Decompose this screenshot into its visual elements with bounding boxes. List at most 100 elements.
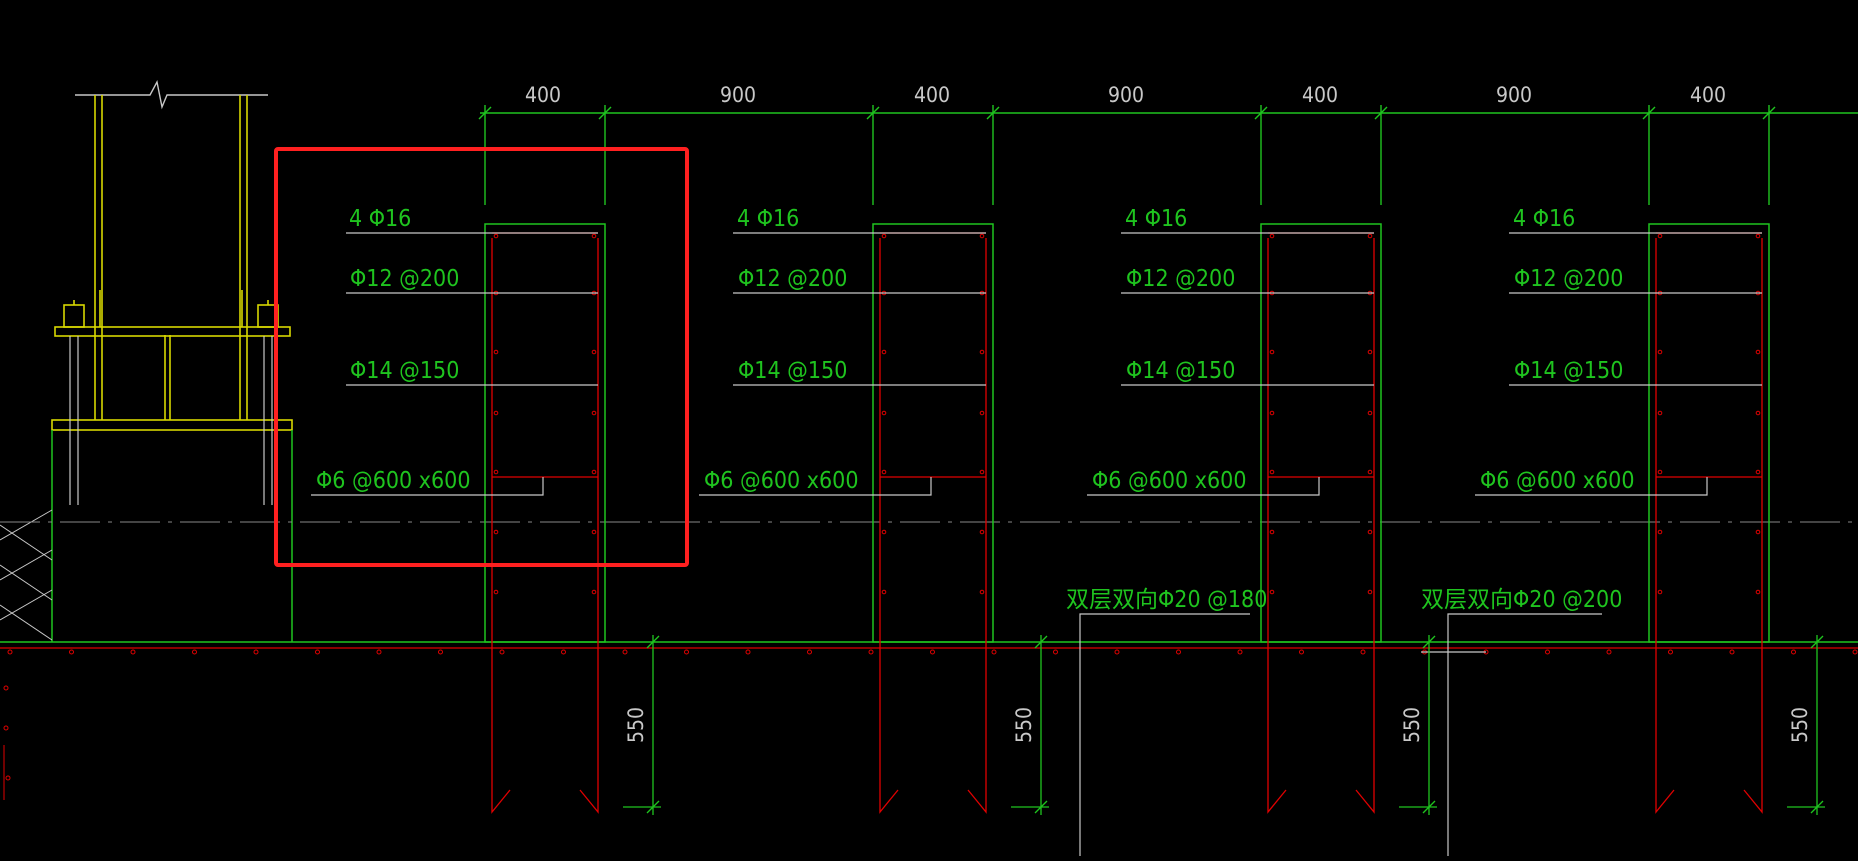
rebar-label-stirrup-b: Φ14 @150: [350, 358, 459, 384]
pier-4: [1648, 223, 1770, 814]
rebar-dot: [1755, 349, 1761, 355]
break-line: [75, 79, 268, 110]
rebar-label-stirrup-b: Φ14 @150: [1126, 358, 1235, 384]
dim-label: 900: [1496, 83, 1532, 107]
rebar-dot: [7, 649, 13, 655]
rebar-dot: [1791, 649, 1796, 655]
pier-1: [484, 223, 606, 814]
rebar-dot: [1755, 589, 1761, 595]
rebar-dot: [1606, 649, 1612, 655]
highlight-box: [274, 147, 689, 567]
rebar-dot: [881, 410, 887, 416]
dimension-labels: 400 900 400 900 400 900 400: [525, 83, 1726, 107]
rebar-dot: [1755, 469, 1761, 475]
rebar-dot: [1755, 410, 1761, 416]
rebar-dot: [1657, 233, 1663, 239]
rebar-dot: [1269, 529, 1275, 535]
vertical-dimensions: [623, 635, 1825, 815]
rebar-dot: [1367, 410, 1373, 416]
rebar-label-tie: Φ6 @600 x600: [316, 468, 471, 494]
rebar-dot: [1269, 589, 1275, 595]
rebar-dot: [591, 349, 597, 355]
rebar-label-tie: Φ6 @600 x600: [704, 468, 859, 494]
rebar-dot: [591, 589, 597, 595]
steel-column-detail: [51, 79, 293, 431]
rebar-label-stirrup-b: Φ14 @150: [1514, 358, 1623, 384]
dim-label: 900: [720, 83, 756, 107]
rebar-dot: [1657, 349, 1663, 355]
rebar-dot: [591, 469, 597, 475]
dim-label: 900: [1108, 83, 1144, 107]
rebar-label-tie: Φ6 @600 x600: [1092, 468, 1247, 494]
rebar-dot: [1299, 649, 1304, 655]
rebar-label-longitudinal: 4 Φ16: [349, 206, 411, 232]
soil-hatch: [0, 509, 53, 641]
vertical-dimension-labels: 550 550 550 550: [624, 707, 1812, 743]
rebar-dot: [807, 649, 812, 655]
rebar-dot: [1053, 649, 1058, 655]
rebar-label-longitudinal: 4 Φ16: [1125, 206, 1187, 232]
dim-label-vertical: 550: [1788, 707, 1812, 743]
pier-2: [872, 223, 994, 814]
rebar-dot: [881, 469, 887, 475]
rebar-dot: [1269, 469, 1275, 475]
rebar-label-stirrup-b: Φ14 @150: [738, 358, 847, 384]
dim-label: 400: [525, 83, 561, 107]
dim-label-vertical: 550: [1012, 707, 1036, 743]
rebar-dot: [745, 649, 751, 655]
rebar-dot: [1657, 589, 1663, 595]
rebar-dot: [684, 649, 689, 655]
rebar-dot: [130, 649, 136, 655]
rebar-label-stirrup-a: Φ12 @200: [350, 266, 459, 292]
rebar-dot: [1367, 469, 1373, 475]
rebar-dot: [1269, 349, 1275, 355]
dim-label: 400: [1690, 83, 1726, 107]
rebar-dot: [1237, 649, 1243, 655]
slab-label: 双层双向Φ20 @200: [1421, 587, 1622, 613]
rebar-label-longitudinal: 4 Φ16: [1513, 206, 1575, 232]
rebar-dot: [1755, 529, 1761, 535]
rebar-dot: [1657, 410, 1663, 416]
pier-rebar-dots: [493, 233, 1761, 595]
rebar-dot: [991, 649, 997, 655]
rebar-dot: [1367, 349, 1373, 355]
pier-3: [1260, 223, 1382, 814]
rebar-dot: [979, 233, 985, 239]
rebar-dot: [493, 589, 499, 595]
rebar-dot: [930, 649, 935, 655]
rebar-dot: [1269, 233, 1275, 239]
rebar-dot: [493, 469, 499, 475]
slab-label: 双层双向Φ20 @180: [1066, 587, 1267, 613]
rebar-dot: [493, 410, 499, 416]
rebar-label-stirrup-a: Φ12 @200: [1514, 266, 1623, 292]
leader-lines: [311, 232, 1762, 856]
rebar-dot: [192, 649, 197, 655]
top-dimension-line: [478, 105, 1858, 205]
rebar-dot: [1367, 589, 1373, 595]
left-edge-dots: [3, 685, 11, 800]
rebar-dot: [1114, 649, 1120, 655]
rebar-dot: [1729, 649, 1735, 655]
rebar-label-longitudinal: 4 Φ16: [737, 206, 799, 232]
rebar-dot: [1360, 649, 1366, 655]
rebar-dot: [1176, 649, 1181, 655]
rebar-dot: [1367, 233, 1373, 239]
rebar-dot: [493, 233, 499, 239]
ground-line: [0, 641, 1858, 649]
rebar-dot: [69, 649, 74, 655]
dim-label-vertical: 550: [1400, 707, 1424, 743]
rebar-dot: [561, 649, 566, 655]
rebar-dot: [1657, 529, 1663, 535]
rebar-labels: 4 Φ16 Φ12 @200 Φ14 @150 Φ6 @600 x600 4 Φ…: [316, 206, 1635, 613]
rebar-dot: [315, 649, 320, 655]
rebar-dot: [1668, 649, 1673, 655]
rebar-dot: [253, 649, 259, 655]
ground-rebar-dots: [7, 649, 1858, 655]
rebar-dot: [881, 349, 887, 355]
rebar-dot: [979, 410, 985, 416]
rebar-dot: [1657, 469, 1663, 475]
rebar-dot: [979, 469, 985, 475]
rebar-label-stirrup-a: Φ12 @200: [1126, 266, 1235, 292]
